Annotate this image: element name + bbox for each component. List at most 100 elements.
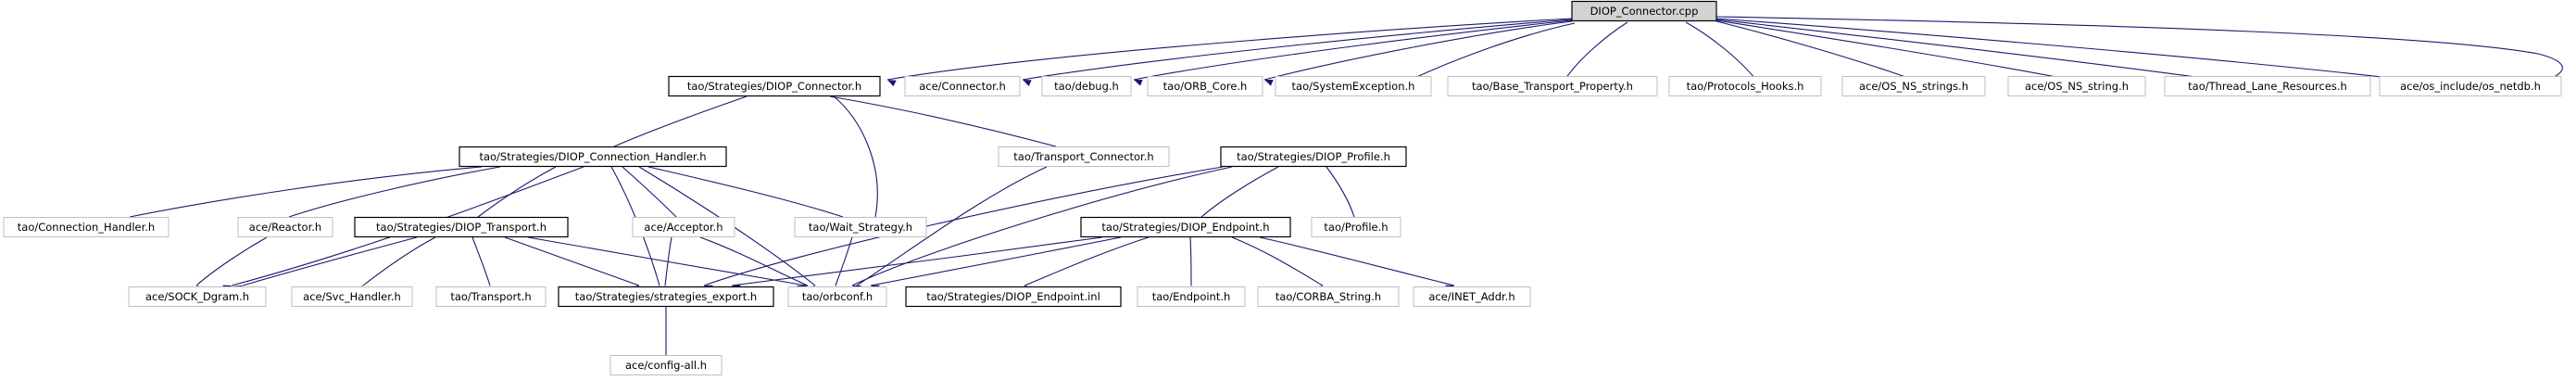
dependency-edge [469, 166, 557, 225]
node-label: tao/Profile.h [1324, 221, 1388, 234]
node-label: tao/orbconf.h [802, 290, 873, 303]
node-label: tao/ORB_Core.h [1163, 80, 1248, 93]
node-label: ace/INET_Addr.h [1428, 290, 1514, 303]
node-rect[interactable] [237, 217, 333, 237]
node-label: DIOP_Connector.cpp [1590, 5, 1699, 18]
node-rect[interactable] [1080, 216, 1291, 238]
node-rect[interactable] [1257, 286, 1400, 307]
node-rect[interactable] [1571, 0, 1717, 22]
graph-node-tao-orbconf-h[interactable]: tao/orbconf.h [787, 286, 887, 307]
node-rect[interactable] [1147, 76, 1263, 96]
graph-node-tao-endpoint-h[interactable]: tao/Endpoint.h [1137, 286, 1246, 307]
dependency-edge [622, 166, 677, 226]
graph-node-ace-inet-addr-h[interactable]: ace/INET_Addr.h [1413, 286, 1531, 307]
node-label: tao/Strategies/DIOP_Connector.h [687, 80, 861, 93]
dependency-edge [1263, 20, 1573, 86]
node-label: ace/Acceptor.h [644, 221, 723, 234]
node-label: tao/debug.h [1054, 80, 1119, 93]
node-rect[interactable] [668, 75, 881, 97]
graph-node-tao-transport-connector-h[interactable]: tao/Transport_Connector.h [998, 146, 1170, 167]
dependency-edge [647, 166, 844, 224]
graph-node-ace-sock-dgram-h[interactable]: ace/SOCK_Dgram.h [128, 286, 267, 307]
graph-node-tao-connection-handler-h[interactable]: tao/Connection_Handler.h [3, 217, 170, 237]
node-rect[interactable] [1311, 217, 1401, 237]
dependency-edge [1022, 19, 1573, 86]
node-label: tao/Strategies/DIOP_Endpoint.h [1101, 221, 1269, 234]
graph-node-ace-os-include-os-netdb-h[interactable]: ace/os_include/os_netdb.h [2379, 76, 2562, 96]
graph-node-tao-systemexception-h[interactable]: tao/SystemException.h [1275, 76, 1432, 96]
node-rect[interactable] [1041, 76, 1132, 96]
node-rect[interactable] [1668, 76, 1822, 96]
node-rect[interactable] [435, 286, 547, 307]
graph-node-tao-strategies-diop-profile-h[interactable]: tao/Strategies/DIOP_Profile.h [1220, 146, 1407, 168]
graph-node-tao-orb-core-h[interactable]: tao/ORB_Core.h [1147, 76, 1263, 96]
dependency-edge [886, 18, 1573, 87]
node-label: tao/Protocols_Hooks.h [1687, 80, 1804, 93]
graph-node-ace-os-ns-strings-h[interactable]: ace/OS_NS_strings.h [1841, 76, 1986, 96]
node-label: tao/Strategies/DIOP_Connection_Handler.h [479, 150, 706, 163]
dependency-edge [1715, 19, 2062, 85]
node-rect[interactable] [904, 76, 1021, 96]
graph-node-ace-reactor-h[interactable]: ace/Reactor.h [237, 217, 333, 237]
dependency-edge [280, 166, 501, 224]
node-rect[interactable] [1447, 76, 1658, 96]
graph-node-tao-strategies-diop-connector-h[interactable]: tao/Strategies/DIOP_Connector.h [668, 75, 881, 97]
node-rect[interactable] [2164, 76, 2371, 96]
dependency-edge [504, 236, 640, 293]
dependency-edge [1231, 236, 1324, 294]
node-rect[interactable] [354, 216, 569, 238]
node-rect[interactable] [794, 217, 927, 237]
edges-layer [120, 16, 2563, 363]
node-rect[interactable] [998, 146, 1170, 167]
node-rect[interactable] [128, 286, 267, 307]
graph-node-tao-strategies-diop-connection-handler-h[interactable]: tao/Strategies/DIOP_Connection_Handler.h [459, 146, 727, 168]
node-label: tao/Endpoint.h [1152, 290, 1231, 303]
graph-node-tao-thread-lane-resources-h[interactable]: tao/Thread_Lane_Resources.h [2164, 76, 2371, 96]
node-rect[interactable] [905, 286, 1122, 308]
node-rect[interactable] [2007, 76, 2146, 96]
graph-node-tao-profile-h[interactable]: tao/Profile.h [1311, 217, 1401, 237]
graph-node-tao-strategies-diop-transport-h[interactable]: tao/Strategies/DIOP_Transport.h [354, 216, 569, 238]
graph-node-tao-base-transport-property-h[interactable]: tao/Base_Transport_Property.h [1447, 76, 1658, 96]
graph-node-ace-os-ns-string-h[interactable]: ace/OS_NS_string.h [2007, 76, 2146, 96]
node-rect[interactable] [1275, 76, 1432, 96]
graph-node-tao-strategies-strategies-export-h[interactable]: tao/Strategies/strategies_export.h [558, 286, 774, 308]
node-label: ace/os_include/os_netdb.h [2400, 80, 2541, 93]
node-rect[interactable] [2379, 76, 2562, 96]
graph-node-diop-connector-cpp[interactable]: DIOP_Connector.cpp [1571, 0, 1717, 22]
graph-node-tao-protocols-hooks-h[interactable]: tao/Protocols_Hooks.h [1668, 76, 1822, 96]
node-rect[interactable] [3, 217, 170, 237]
graph-node-ace-acceptor-h[interactable]: ace/Acceptor.h [632, 217, 735, 237]
dependency-edge [661, 236, 672, 294]
graph-node-tao-strategies-diop-endpoint-h[interactable]: tao/Strategies/DIOP_Endpoint.h [1080, 216, 1291, 238]
graph-node-tao-wait-strategy-h[interactable]: tao/Wait_Strategy.h [794, 217, 927, 237]
node-rect[interactable] [632, 217, 735, 237]
graph-node-ace-connector-h[interactable]: ace/Connector.h [904, 76, 1021, 96]
graph-node-tao-debug-h[interactable]: tao/debug.h [1041, 76, 1132, 96]
node-label: ace/Reactor.h [249, 221, 321, 234]
node-label: ace/SOCK_Dgram.h [145, 290, 249, 303]
node-rect[interactable] [291, 286, 413, 307]
node-rect[interactable] [787, 286, 887, 307]
dependency-edge [829, 95, 1057, 154]
node-label: tao/Strategies/DIOP_Endpoint.inl [926, 290, 1100, 303]
node-label: tao/Base_Transport_Property.h [1472, 80, 1633, 93]
graph-node-ace-config-all-h[interactable]: ace/config-all.h [609, 355, 723, 375]
node-label: ace/OS_NS_strings.h [1859, 80, 1968, 93]
node-rect[interactable] [1841, 76, 1986, 96]
graph-node-tao-strategies-diop-endpoint-inl[interactable]: tao/Strategies/DIOP_Endpoint.inl [905, 286, 1122, 308]
node-label: tao/Connection_Handler.h [18, 221, 155, 234]
dependency-edge [120, 166, 483, 223]
node-rect[interactable] [558, 286, 774, 308]
node-rect[interactable] [1220, 146, 1407, 168]
node-rect[interactable] [1413, 286, 1531, 307]
node-rect[interactable] [1137, 286, 1246, 307]
node-label: tao/Strategies/DIOP_Profile.h [1237, 150, 1390, 163]
node-label: ace/Connector.h [919, 80, 1006, 93]
graph-node-ace-svc-handler-h[interactable]: ace/Svc_Handler.h [291, 286, 413, 307]
node-rect[interactable] [609, 355, 723, 375]
graph-node-tao-corba-string-h[interactable]: tao/CORBA_String.h [1257, 286, 1400, 307]
graph-node-tao-transport-h[interactable]: tao/Transport.h [435, 286, 547, 307]
dependency-edge [699, 236, 809, 293]
node-rect[interactable] [459, 146, 727, 168]
